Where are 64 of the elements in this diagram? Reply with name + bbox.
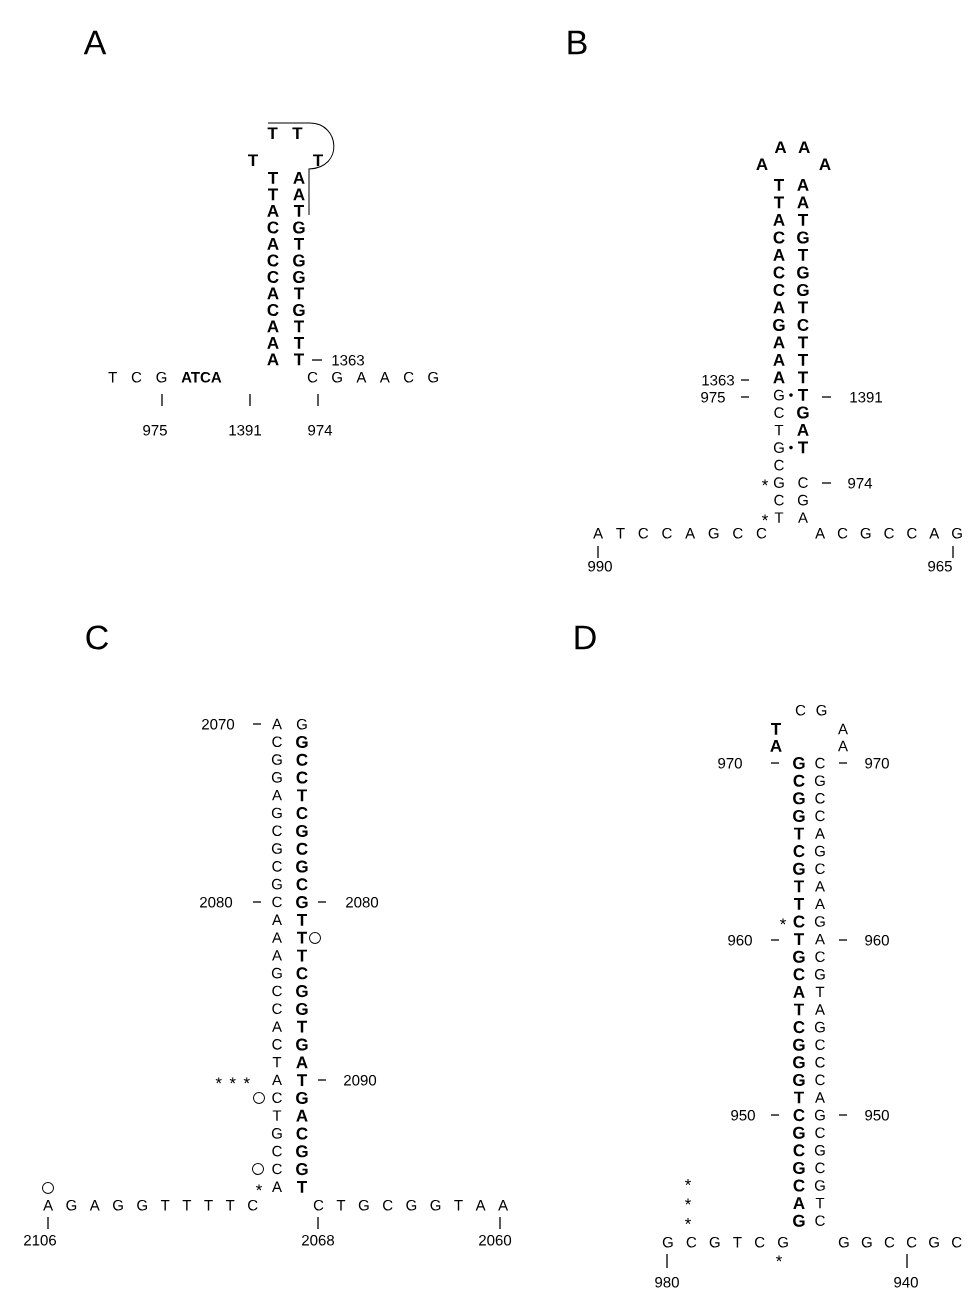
- position-number: 960: [865, 934, 889, 946]
- position-number: 960: [728, 934, 752, 946]
- sequence-column: G C G G T C G T T C T G C A T C G G G T C G C G C A G: [793, 757, 805, 1227]
- position-number: 970: [865, 757, 889, 769]
- sequence-strand: T C G ATCA: [108, 371, 222, 383]
- asterisk-marks: * * *: [684, 1179, 692, 1225]
- position-number: 975: [143, 424, 167, 436]
- sequence-strand: A T C C A G C C: [593, 527, 767, 539]
- position-number: 975: [701, 391, 725, 403]
- position-number: 950: [865, 1109, 889, 1121]
- asterisk-mark: *: [779, 918, 787, 925]
- sequence-column: T T A C A C C A C A A A: [267, 172, 279, 366]
- base-letter: A: [756, 158, 768, 171]
- sequence-column: C G A: [797, 477, 808, 523]
- position-number: 990: [588, 560, 612, 572]
- panel-label: B: [568, 30, 587, 55]
- sequence-strand: G G C C G C: [838, 1236, 962, 1248]
- base-letter: G: [296, 718, 307, 730]
- loop-bases: C G: [795, 704, 827, 716]
- asterisk-mark: *: [761, 514, 769, 521]
- sequence-column: A A T G T G G T G T T T: [293, 172, 305, 366]
- sequence-column: G C T G C G C T: [773, 389, 784, 523]
- position-number: 2080: [346, 896, 379, 908]
- base-letter: T: [313, 154, 323, 167]
- position-number: 1363: [702, 374, 734, 386]
- sequence-column: A A: [838, 723, 848, 752]
- sequence-strand: C G A A C G: [307, 371, 438, 383]
- position-number: 950: [731, 1109, 755, 1121]
- panel-label: C: [86, 625, 108, 650]
- position-number: 1391: [850, 391, 882, 403]
- position-number: 2060: [479, 1234, 512, 1246]
- position-number: 974: [308, 424, 333, 436]
- position-number: 965: [928, 560, 952, 572]
- sequence-strand: G C G T C G: [662, 1236, 788, 1248]
- position-number: 2068: [302, 1234, 334, 1246]
- position-number: 2080: [200, 896, 233, 908]
- panel-label: D: [575, 625, 596, 650]
- position-number: 2070: [202, 718, 235, 730]
- sequence-column: T A: [770, 723, 782, 752]
- asterisk-marks: * * *: [215, 1077, 250, 1084]
- position-number: 1363: [332, 354, 364, 366]
- position-number: 1391: [229, 424, 261, 436]
- loop-bases: A A: [774, 141, 810, 154]
- sequence-strand: A C G C C A G: [815, 527, 962, 539]
- position-number: 974: [848, 477, 873, 489]
- position-number: 970: [718, 757, 742, 769]
- sequence-strand: C T G C G G T A A: [313, 1199, 509, 1211]
- asterisk-mark: *: [255, 1184, 263, 1191]
- asterisk-mark: *: [775, 1255, 783, 1262]
- position-number: 2106: [24, 1234, 56, 1246]
- asterisk-mark: *: [761, 479, 769, 486]
- panel-label: A: [83, 30, 107, 55]
- loop-bases: T T: [267, 127, 303, 140]
- base-letter: A: [819, 158, 831, 171]
- base-letter: T: [248, 154, 258, 167]
- position-number: 2090: [344, 1074, 377, 1086]
- position-number: 940: [894, 1276, 918, 1288]
- sequence-column: T T A C A C C A G A A A: [773, 179, 785, 384]
- sequence-column: A A T G T G G T C T T T T G A T: [797, 179, 809, 454]
- sequence-strand: A G A G G T T T T C: [43, 1199, 258, 1211]
- sequence-column: C G C C A G C A A G A C G T A G C C C A G C G C G T C: [814, 757, 825, 1226]
- sequence-column: A C G G A G C G C G C A A A G C C A C T A C T G C C A: [271, 718, 282, 1192]
- position-number: 980: [655, 1276, 679, 1288]
- sequence-column: G C C T C G C G C G T T T C G G T G A T G A C G G T: [296, 735, 308, 1193]
